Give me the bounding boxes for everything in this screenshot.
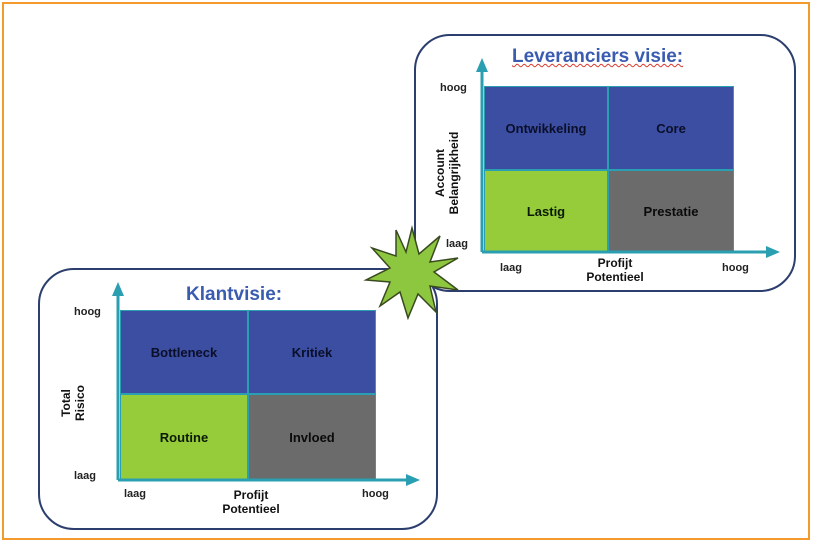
quadrant-invloed: Invloed (248, 394, 376, 480)
customer-x-axis-line2: Potentieel (222, 502, 280, 516)
supplier-x-high-label: hoog (722, 262, 749, 274)
customer-title: Klantvisie: (186, 284, 283, 305)
customer-x-axis-title: Profijt Potentieel (206, 488, 296, 516)
supplier-x-low-label: laag (500, 262, 523, 274)
quadrant-ontwikkeling: Ontwikkeling (484, 86, 608, 170)
supplier-y-low-label: laag (446, 238, 469, 250)
supplier-title: Leveranciers visie: (512, 46, 684, 67)
supplier-x-axis-arrow (482, 246, 780, 258)
supplier-x-axis-line1: Profijt (597, 256, 633, 270)
customer-y-low-label: laag (74, 470, 97, 482)
quadrant-core: Core (608, 86, 734, 170)
supplier-x-axis-title: Profijt Potentieel (570, 256, 660, 284)
supplier-y-axis-arrow (476, 58, 488, 252)
quadrant-kritiek: Kritiek (248, 310, 376, 394)
customer-y-high-label: hoog (74, 306, 101, 318)
quadrant-bottleneck: Bottleneck (120, 310, 248, 394)
supplier-y-high-label: hoog (440, 82, 467, 94)
quadrant-prestatie: Prestatie (608, 170, 734, 252)
quadrant-routine: Routine (120, 394, 248, 480)
customer-y-axis-arrow (112, 282, 124, 480)
customer-x-high-label: hoog (362, 488, 389, 500)
customer-x-low-label: laag (124, 488, 147, 500)
supplier-x-axis-line2: Potentieel (586, 270, 644, 284)
collision-burst-icon (363, 225, 459, 321)
customer-x-axis-line1: Profijt (233, 488, 269, 502)
customer-x-axis-arrow (118, 474, 420, 486)
